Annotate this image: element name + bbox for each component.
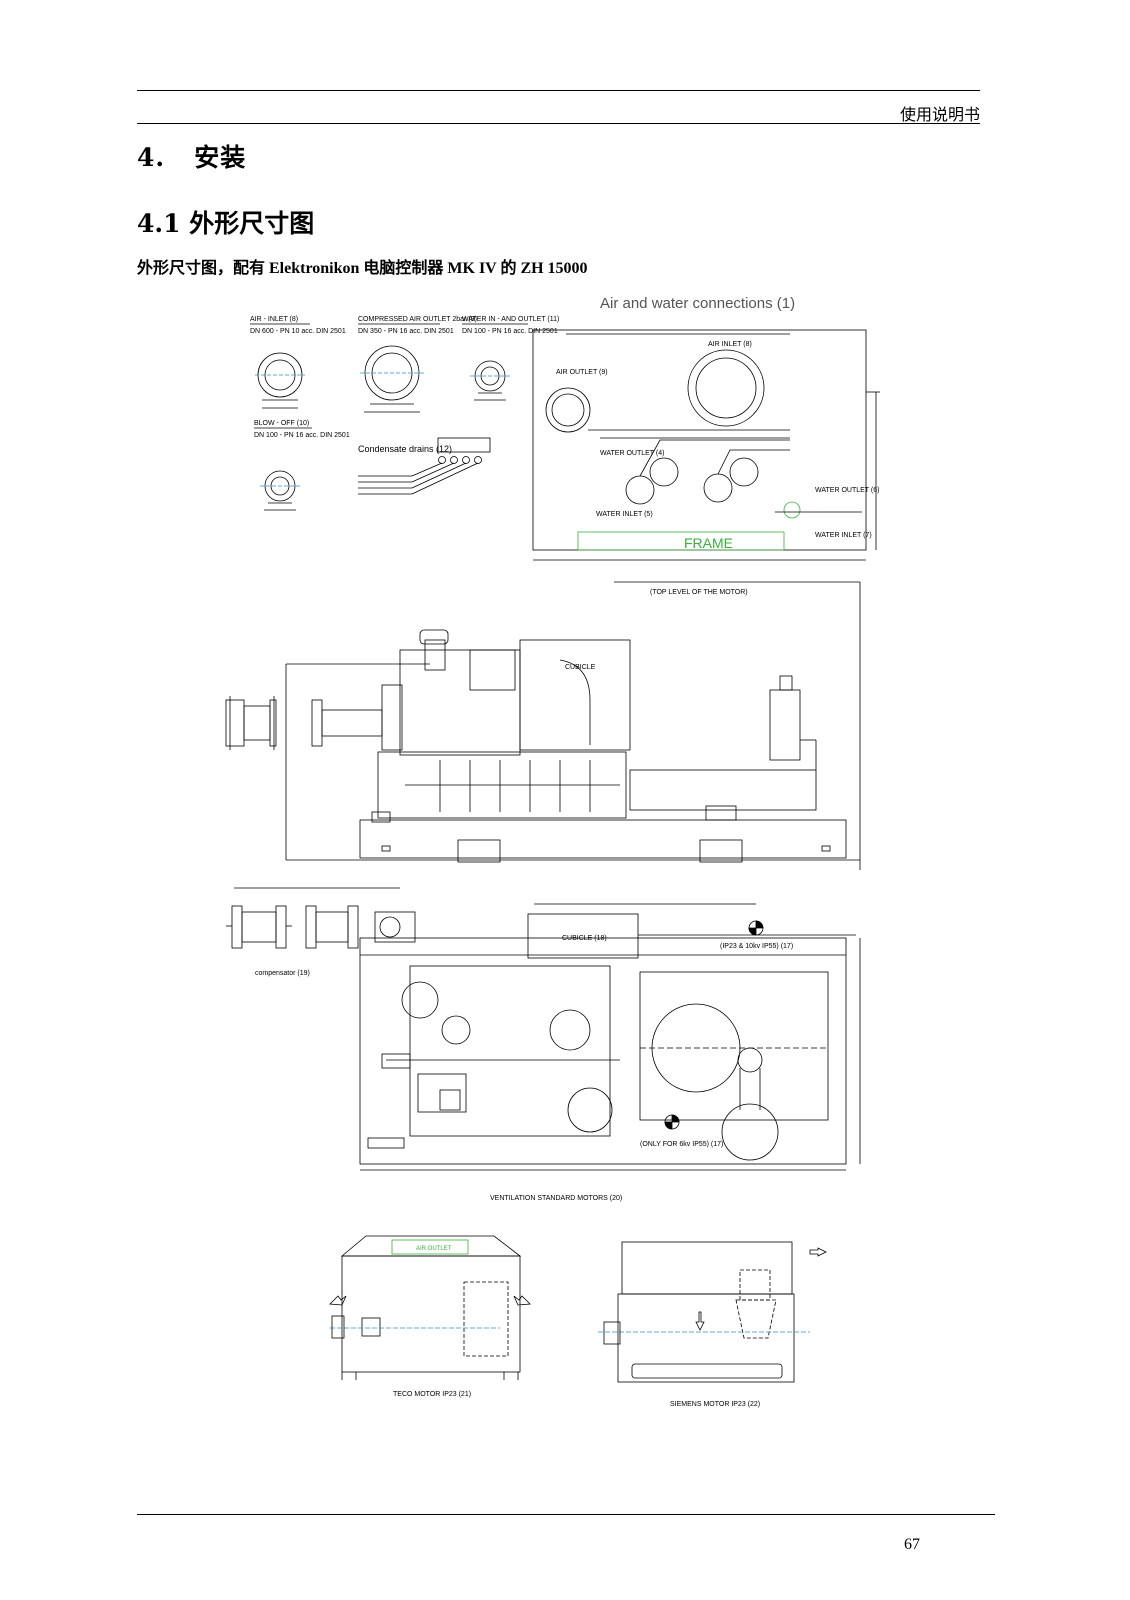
ventilation-label: VENTILATION STANDARD MOTORS (20)	[490, 1195, 622, 1202]
footer-rule	[137, 1514, 995, 1515]
air-inlet-big-flange	[687, 349, 765, 427]
conn-label-compressed-air-outlet: COMPRESSED AIR OUTLET 2bar (9)	[358, 316, 477, 323]
top-level-label: (TOP LEVEL OF THE MOTOR)	[650, 589, 748, 596]
header-rule-top	[137, 90, 980, 91]
document-label: 使用说明书	[899, 105, 980, 124]
page-number: 67	[904, 1536, 920, 1553]
conn-spec-air-inlet: DN 600 - PN 10 acc. DIN 2501	[250, 328, 346, 335]
air-outlet-small-flange	[545, 387, 591, 433]
air-outlet-green-label: AIR OUTLET	[416, 1246, 452, 1252]
subsection-title: 外形尺寸图	[189, 209, 315, 238]
subsection-heading: 4.1 外形尺寸图	[137, 204, 314, 240]
water-outlet-label-b: WATER OUTLET (6)	[815, 487, 879, 494]
condensate-drains-label: Condensate drains (12)	[358, 444, 452, 454]
frame-label: FRAME	[684, 535, 733, 551]
conn-spec-water: DN 100 - PN 16 acc. DIN 2501	[462, 328, 558, 335]
subsection-number: 4.1	[137, 209, 181, 238]
water-flange	[474, 360, 506, 392]
ip23-label: (IP23 & 10kv IP55) (17)	[720, 943, 793, 950]
siemens-motor-view: SIEMENS MOTOR IP23 (22)	[598, 1241, 827, 1408]
only6kv-label: (ONLY FOR 6kv IP55) (17)	[640, 1141, 723, 1148]
frame-outline	[577, 531, 785, 551]
section-heading: 4. 安装	[137, 138, 246, 174]
cubicle-18-label: CUBICLE (18)	[562, 935, 607, 942]
conn-label-water: WATER IN - AND OUTLET (11)	[462, 316, 559, 323]
conn-label-air-inlet: AIR - INLET (8)	[250, 316, 298, 323]
cubicle-label: CUBICLE	[565, 664, 596, 671]
water-inlet-label-a: WATER INLET (5)	[596, 511, 653, 518]
connections-title: Air and water connections (1)	[600, 295, 795, 312]
teco-label: TECO MOTOR IP23 (21)	[393, 1391, 471, 1398]
air-water-connections: Air and water connections (1) AIR INLET …	[532, 295, 880, 561]
side-elevation-view: (TOP LEVEL OF THE MOTOR) CUBICLE	[225, 581, 861, 870]
air-outlet-label: AIR OUTLET (9)	[556, 369, 608, 376]
figure-caption: 外形尺寸图，配有 Elektronikon 电脑控制器 MK IV 的 ZH 1…	[137, 260, 588, 277]
air-inlet-label: AIR INLET (8)	[708, 341, 752, 348]
siemens-label: SIEMENS MOTOR IP23 (22)	[670, 1401, 760, 1408]
teco-motor-view: AIR OUTLET TECO MOTOR IP23 (21)	[329, 1235, 531, 1398]
header-rule-bottom	[137, 123, 980, 124]
air-outlet-flange	[364, 345, 420, 401]
conn-spec-blow-off: DN 100 - PN 16 acc. DIN 2501	[254, 432, 350, 439]
water-inlet-label-b: WATER INLET (7)	[815, 532, 872, 539]
water-outlet-label-a: WATER OUTLET (4)	[600, 450, 664, 457]
conn-spec-compressed-air-outlet: DN 350 - PN 16 acc. DIN 2501	[358, 328, 454, 335]
conn-label-blow-off: BLOW - OFF (10)	[254, 420, 309, 427]
compensator-label: compensator (19)	[255, 970, 310, 977]
section-number: 4.	[137, 143, 166, 172]
plan-view: compensator (19) CUBICLE (18) (IP23 & 10…	[226, 887, 861, 1171]
connection-details: AIR - INLET (8) DN 600 - PN 10 acc. DIN …	[250, 316, 559, 511]
blow-off-flange	[264, 470, 296, 502]
cubicle-18-box	[527, 913, 639, 959]
section-title: 安装	[194, 143, 247, 172]
air-outlet-green-box	[391, 1239, 469, 1255]
